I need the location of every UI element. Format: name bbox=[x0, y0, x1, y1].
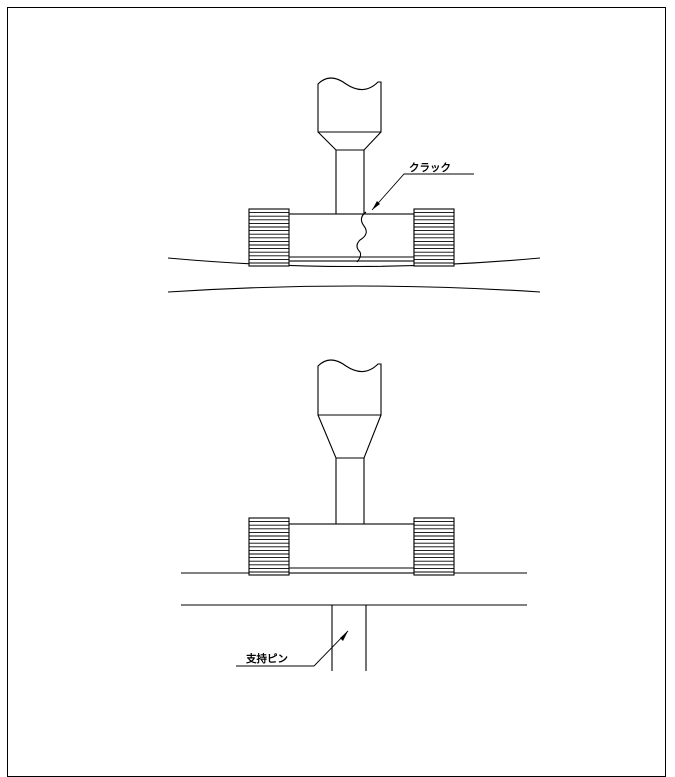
end-block-left bbox=[248, 517, 290, 576]
body-block bbox=[287, 213, 415, 262]
rod-shaft bbox=[335, 150, 365, 214]
drawing-frame bbox=[7, 7, 666, 777]
body-block bbox=[287, 523, 415, 574]
diagram-canvas: クラック 支持ピン bbox=[167, 77, 541, 671]
plate-bottom-edge bbox=[167, 285, 541, 293]
end-block-left bbox=[248, 208, 290, 267]
end-block-right bbox=[413, 517, 455, 576]
plate-top-edge bbox=[167, 257, 541, 268]
support-pin-leader-line bbox=[236, 630, 349, 667]
rod-shaft bbox=[335, 458, 365, 524]
figure-support-pin: 支持ピン bbox=[181, 359, 527, 671]
crack-label: クラック bbox=[409, 162, 451, 174]
rod-top-cylinder bbox=[317, 77, 382, 133]
rod-taper bbox=[317, 414, 382, 459]
rod-taper bbox=[317, 131, 382, 151]
crack-line bbox=[356, 211, 367, 263]
crack-arrowhead bbox=[372, 201, 380, 210]
rod-top-cylinder bbox=[317, 359, 382, 416]
end-block-right bbox=[413, 208, 455, 267]
crack-leader-line bbox=[371, 173, 474, 211]
figure-crack: クラック bbox=[167, 77, 541, 293]
support-pin-arrowhead bbox=[340, 631, 348, 641]
support-pin-label: 支持ピン bbox=[245, 652, 288, 665]
